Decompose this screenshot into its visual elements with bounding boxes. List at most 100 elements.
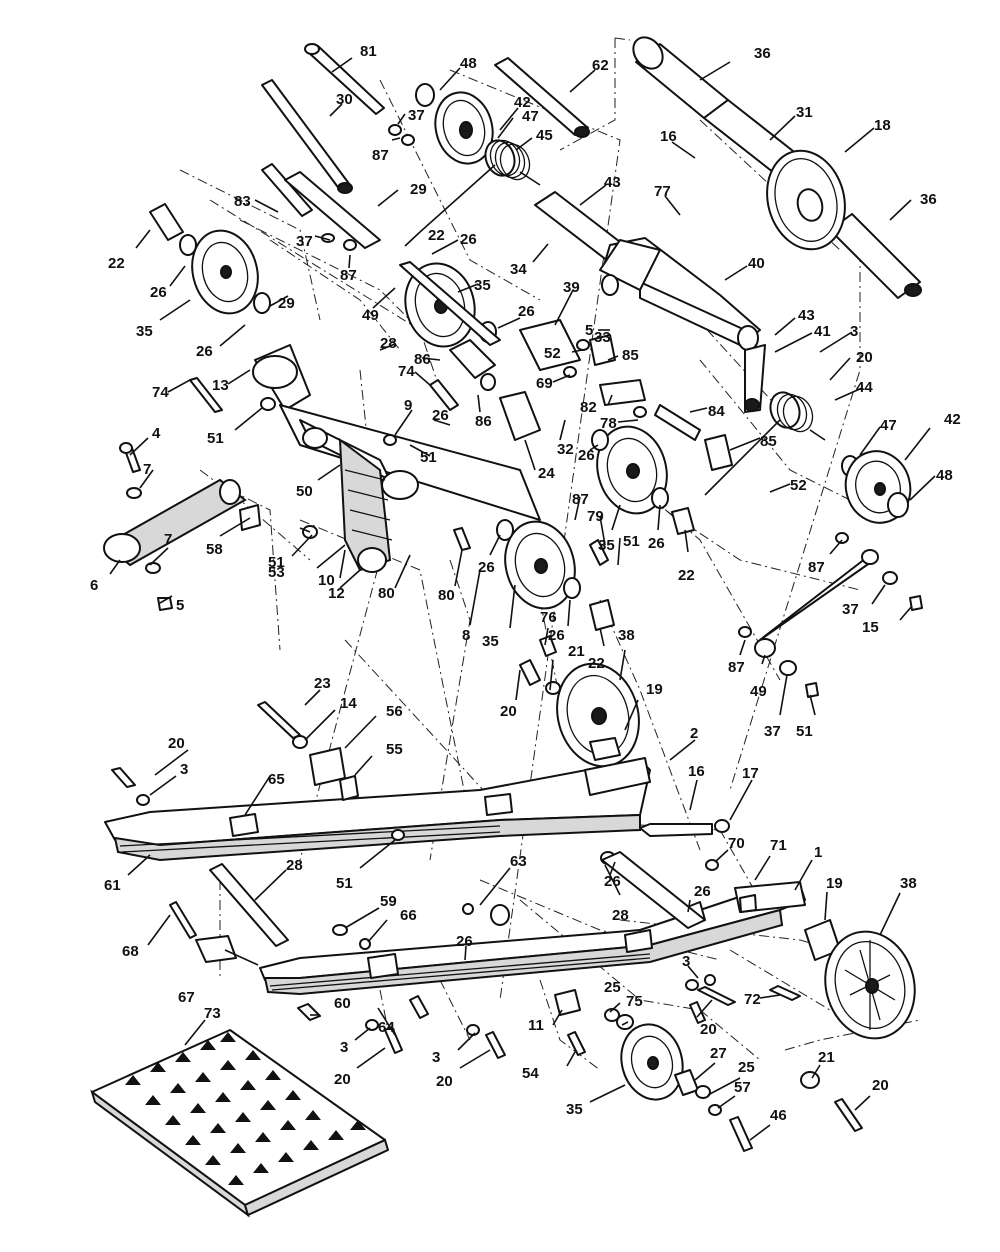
callout-74: 74 [152, 384, 169, 401]
callout-3: 3 [340, 1039, 348, 1056]
callout-36: 36 [754, 45, 771, 62]
callout-41: 41 [814, 323, 831, 340]
callout-61: 61 [104, 877, 121, 894]
callout-67: 67 [178, 989, 195, 1006]
callout-81: 81 [360, 43, 377, 60]
callout-66: 66 [400, 907, 417, 924]
callout-33: 33 [594, 329, 611, 346]
wheel-35-bottom [620, 1023, 753, 1152]
slide-rail-1 [259, 881, 806, 996]
callout-26: 26 [432, 407, 449, 424]
callout-80: 80 [438, 587, 455, 604]
callout-30: 30 [336, 91, 353, 108]
spacers-lower [209, 851, 841, 961]
callout-17: 17 [742, 765, 759, 782]
callout-10: 10 [318, 572, 335, 589]
callout-75: 75 [626, 993, 643, 1010]
callout-50: 50 [296, 483, 313, 500]
callout-20: 20 [334, 1071, 351, 1088]
callout-22: 22 [428, 227, 445, 244]
callout-26: 26 [518, 303, 535, 320]
torsion-spring-44 [704, 391, 826, 496]
callout-3: 3 [850, 323, 858, 340]
callout-14: 14 [340, 695, 357, 712]
callout-69: 69 [536, 375, 553, 392]
shaft-29 [284, 171, 381, 249]
callout-11: 11 [528, 1017, 544, 1034]
callout-3: 3 [682, 953, 690, 970]
callout-86: 86 [414, 351, 431, 368]
callout-51: 51 [796, 723, 813, 740]
callout-27: 27 [710, 1045, 727, 1062]
callout-26: 26 [150, 284, 167, 301]
callout-74: 74 [398, 363, 415, 380]
callout-16: 16 [688, 763, 705, 780]
shock-absorber-10 [302, 427, 393, 573]
callout-21: 21 [818, 1049, 835, 1066]
callout-25: 25 [738, 1059, 755, 1076]
callout-70: 70 [728, 835, 745, 852]
callout-48: 48 [936, 467, 953, 484]
shaft-39 [519, 319, 581, 371]
callout-46: 46 [770, 1107, 787, 1124]
callout-52: 52 [544, 345, 561, 362]
callout-26: 26 [548, 627, 565, 644]
callout-87: 87 [728, 659, 745, 676]
callout-8: 8 [462, 627, 470, 644]
callout-22: 22 [588, 655, 605, 672]
wheel-42-right [841, 450, 912, 524]
callout-65: 65 [268, 771, 285, 788]
callout-37: 37 [296, 233, 313, 250]
callout-32: 32 [557, 441, 574, 458]
callout-leaders [109, 57, 936, 1141]
wheel-35-center [591, 425, 695, 535]
callout-22: 22 [678, 567, 695, 584]
callout-26: 26 [478, 559, 495, 576]
callout-57: 57 [734, 1079, 751, 1096]
callout-35: 35 [136, 323, 153, 340]
callout-1: 1 [814, 844, 822, 861]
callout-20: 20 [872, 1077, 889, 1094]
callout-48: 48 [460, 55, 477, 72]
callout-45: 45 [536, 127, 553, 144]
callout-7: 7 [164, 531, 172, 548]
callout-20: 20 [436, 1073, 453, 1090]
callout-20: 20 [856, 349, 873, 366]
callout-87: 87 [808, 559, 825, 576]
callout-53: 53 [268, 564, 285, 581]
callout-26: 26 [694, 883, 711, 900]
callout-13: 13 [212, 377, 229, 394]
upper-small-parts [149, 124, 415, 256]
bracket-24 [499, 391, 541, 441]
callout-51: 51 [420, 449, 437, 466]
callout-26: 26 [460, 231, 477, 248]
callout-3: 3 [180, 761, 188, 778]
rear-wheel-38-upper [519, 635, 640, 768]
callout-84: 84 [708, 403, 725, 420]
callout-87: 87 [372, 147, 389, 164]
slide-rail-61 [104, 747, 651, 862]
callout-38: 38 [618, 627, 635, 644]
callout-7: 7 [143, 461, 151, 478]
callout-71: 71 [770, 837, 787, 854]
callout-37: 37 [842, 601, 859, 618]
callout-19: 19 [826, 875, 843, 892]
spacer-36-right [829, 213, 921, 299]
callout-54: 54 [522, 1065, 539, 1082]
rail-fasteners-top [111, 701, 621, 841]
callout-86: 86 [475, 413, 492, 430]
track-73 [90, 1029, 390, 1218]
callout-47: 47 [522, 108, 539, 125]
link-arm-6 [103, 478, 261, 567]
callout-18: 18 [874, 117, 891, 134]
shaft-62 [494, 57, 589, 136]
callout-60: 60 [334, 995, 351, 1012]
callout-56: 56 [386, 703, 403, 720]
callout-49: 49 [750, 683, 767, 700]
callout-37: 37 [764, 723, 781, 740]
callout-20: 20 [500, 703, 517, 720]
spacer-22-left [149, 203, 184, 241]
callout-12: 12 [328, 585, 345, 602]
callout-52: 52 [790, 477, 807, 494]
